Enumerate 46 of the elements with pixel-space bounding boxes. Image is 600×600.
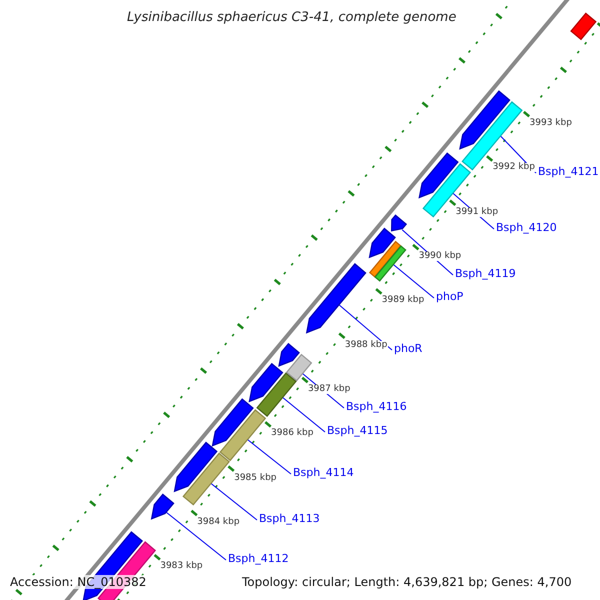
leader-line [282,397,326,432]
gene-label: Bsph_4116 [346,401,407,412]
gene-feature [219,409,266,462]
position-label: 3991 kbp [454,208,500,217]
position-label: 3993 kbp [528,119,573,128]
position-label: 3987 kbp [306,385,352,394]
gene-feature [418,152,459,198]
gene-label: Bsph_4120 [496,222,557,233]
topology-text: Topology: circular; Length: 4,639,821 bp; Genes: 4,700 [240,575,574,589]
gene-label: Bsph_4113 [259,513,320,524]
position-label: 3986 kbp [270,429,314,438]
leader-line [393,264,434,298]
gene-feature [570,12,597,40]
gene-feature [212,398,254,447]
gene-feature [390,214,408,232]
gene-label: phoR [394,343,422,354]
accession-text: Accession: NC_010382 [8,575,148,589]
gene-label: Bsph_4119 [455,268,516,279]
position-label: 3989 kbp [380,296,426,306]
gene-feature [368,240,402,278]
gene-label: Bsph_4121 [538,166,599,177]
gene-label: phoP [436,291,464,302]
gene-feature [174,442,218,492]
gene-label: Bsph_4112 [228,553,289,564]
gene-label: Bsph_4115 [327,425,388,436]
gene-feature [182,452,230,506]
gene-feature [286,354,312,382]
leader-line [247,439,292,474]
gene-feature [278,342,300,367]
position-label: 3988 kbp [344,340,388,350]
position-label: 3990 kbp [418,252,462,262]
gene-feature [374,245,406,282]
leader-line [166,512,226,560]
gene-feature [150,494,174,520]
gene-feature [306,263,366,334]
gene-feature [256,372,297,417]
gene-label: Bsph_4114 [293,467,354,478]
map-title: Lysinibacillus sphaericus C3-41, complete genome [127,11,456,24]
gene-feature [459,90,510,150]
leader-line [338,304,392,350]
position-label: 3984 kbp [196,518,241,527]
position-label: 3985 kbp [233,474,278,483]
gene-feature [248,362,284,402]
position-label: 3992 kbp [492,163,536,172]
gene-feature [368,228,396,258]
position-label: 3983 kbp [159,562,204,572]
